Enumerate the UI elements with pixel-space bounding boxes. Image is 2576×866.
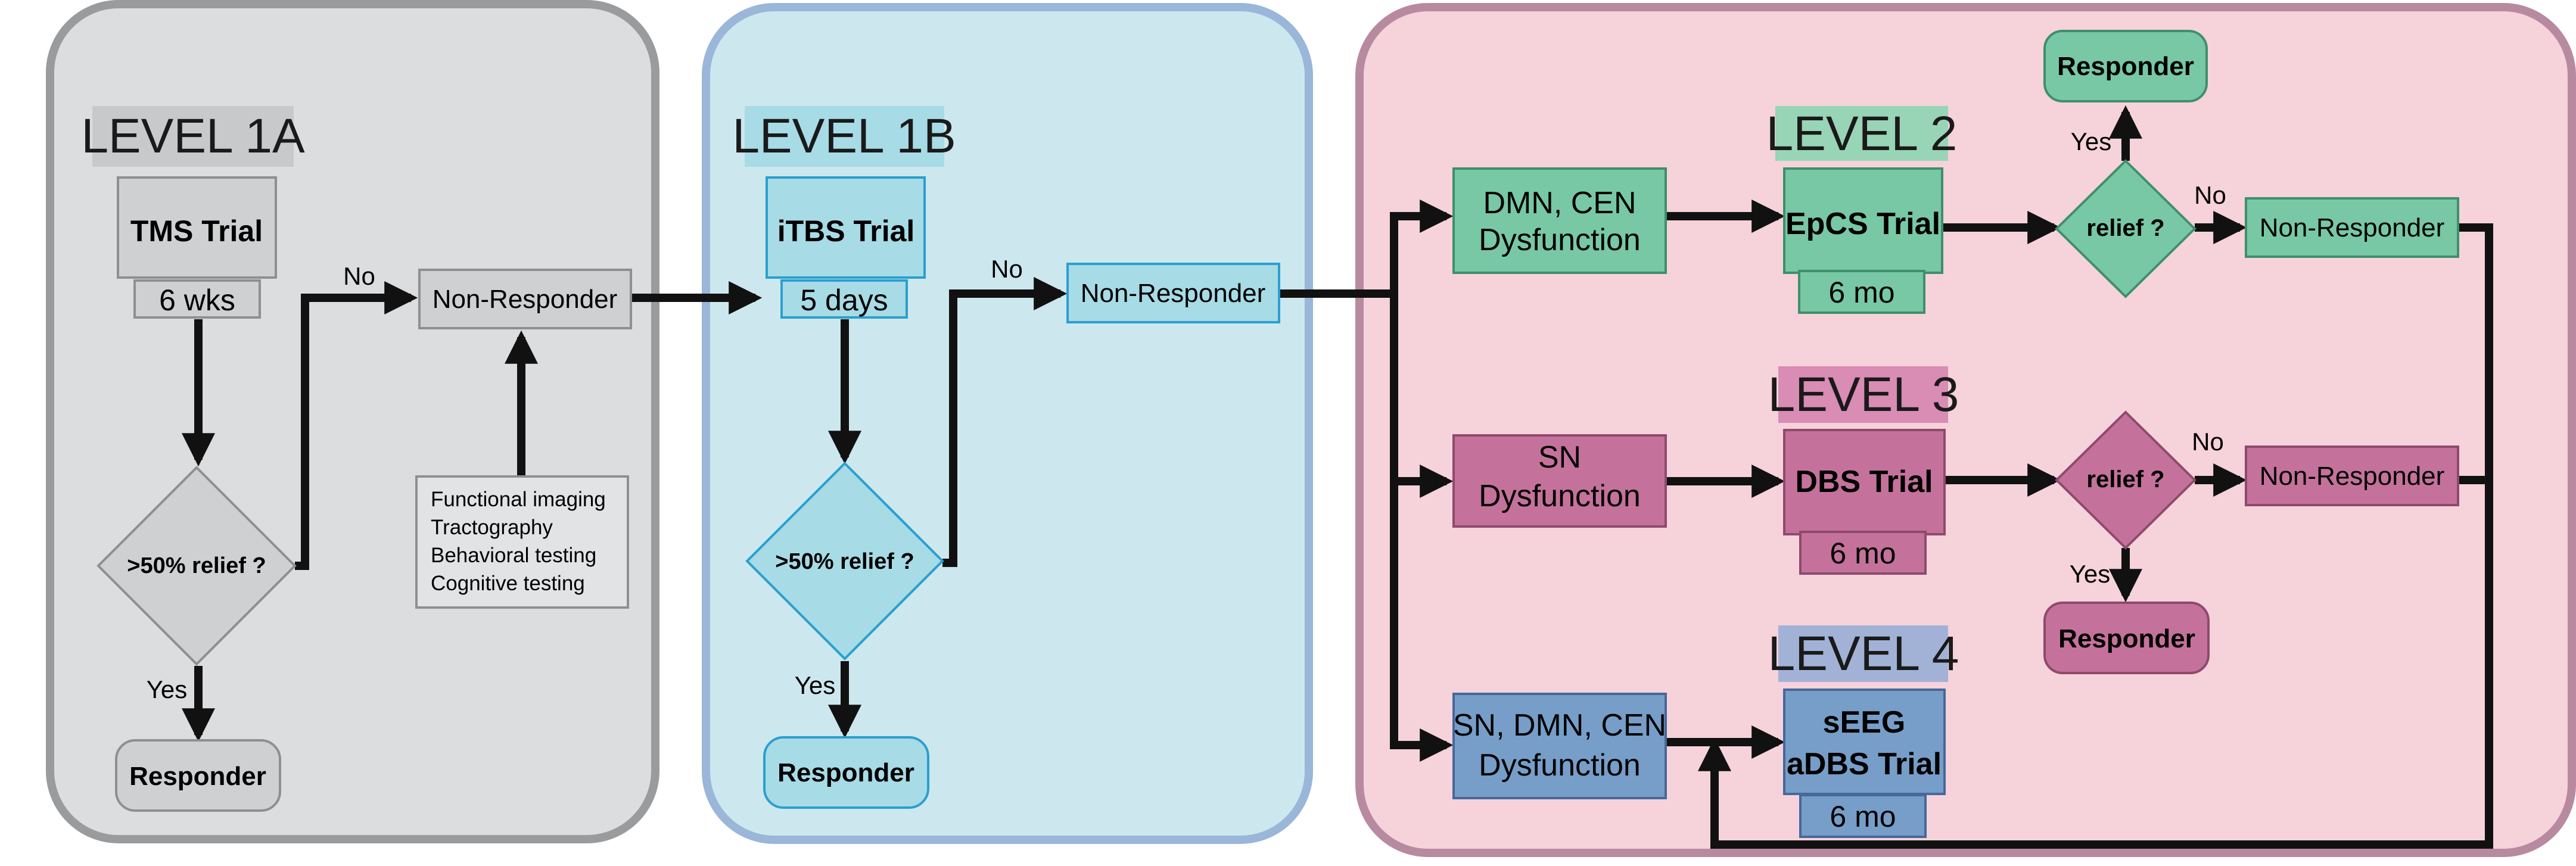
tms-duration-box — [133, 279, 261, 319]
level-1b-decision-label: >50% relief ? — [775, 549, 914, 574]
level-3-decision-label: relief ? — [2086, 466, 2164, 493]
level-1b-non-responder-box — [1066, 263, 1280, 323]
sn-dysfunction-line1: SN — [1538, 440, 1581, 475]
seeg-adbs-trial-line2: aDBS Trial — [1787, 747, 1942, 781]
seeg-duration-label: 6 mo — [1830, 800, 1896, 833]
level-3-title-bg — [1778, 366, 1948, 423]
dmn-cen-dysfunction-line2: Dysfunction — [1479, 223, 1641, 257]
level-1b-responder-box — [763, 736, 929, 809]
itbs-trial-box — [766, 176, 926, 279]
level-1b-title-bg — [745, 106, 944, 167]
tms-duration-label: 6 wks — [159, 284, 235, 317]
seeg-adbs-trial-box — [1783, 689, 1946, 795]
level-2-non-responder-box — [2245, 197, 2459, 258]
level-1a-decision-diamond — [97, 466, 297, 666]
tms-trial-label: TMS Trial — [130, 214, 263, 248]
line-l2-nonresponder-loop — [1698, 223, 2493, 849]
epcs-duration-label: 6 mo — [1828, 276, 1894, 309]
dbs-duration-label: 6 mo — [1830, 537, 1896, 570]
level-2-decision-diamond — [2055, 159, 2197, 298]
seeg-duration-box — [1799, 794, 1927, 838]
test-item-functional-imaging: Functional imaging — [431, 488, 606, 511]
level-1a-title-bg — [92, 106, 294, 167]
epcs-duration-box — [1798, 270, 1925, 314]
arrow-1b-no — [942, 277, 1068, 567]
level-1a-title: LEVEL 1A — [81, 109, 305, 163]
itbs-duration-label: 5 days — [800, 284, 888, 317]
level-4-title: LEVEL 4 — [1768, 627, 1959, 681]
sn-dmn-cen-dysfunction-box — [1452, 693, 1667, 799]
level-1a-responder-label: Responder — [129, 762, 266, 791]
level-3-non-responder-label: Non-Responder — [2260, 462, 2445, 491]
dbs-trial-label: DBS Trial — [1795, 465, 1933, 499]
level-3-responder-box — [2043, 602, 2210, 674]
level-3-responder-label: Responder — [2058, 624, 2195, 653]
level-1a-responder-box — [115, 739, 281, 812]
level-1b-non-responder-label: Non-Responder — [1081, 279, 1266, 308]
level-2-title-bg — [1775, 106, 1948, 161]
arrow-1a-no — [295, 281, 418, 570]
level-1b-decision-diamond — [745, 462, 944, 661]
assessment-tests-box — [415, 475, 629, 609]
dbs-duration-box — [1799, 531, 1927, 575]
level-3-title: LEVEL 3 — [1768, 367, 1959, 422]
level-3-no-label: No — [2192, 428, 2224, 456]
level-1a-no-label: No — [343, 262, 375, 290]
sn-dysfunction-line2: Dysfunction — [1479, 479, 1641, 513]
itbs-duration-box — [780, 279, 908, 319]
level-1a-decision-label: >50% relief ? — [127, 553, 266, 578]
seeg-adbs-trial-line1: sEEG — [1823, 705, 1906, 740]
level-1b-no-label: No — [991, 255, 1023, 283]
level-1b-title: LEVEL 1B — [732, 109, 956, 163]
level-2-decision-label: relief ? — [2086, 215, 2164, 241]
sn-dmn-cen-dysfunction-line1: SN, DMN, CEN — [1453, 708, 1666, 743]
level-1a-non-responder-label: Non-Responder — [433, 285, 618, 314]
connectors — [182, 105, 2493, 849]
level-2-title: LEVEL 2 — [1766, 107, 1958, 161]
sn-dmn-cen-dysfunction-line2: Dysfunction — [1479, 748, 1641, 783]
level-4-title-bg — [1778, 625, 1948, 682]
level-1a-non-responder-box — [418, 269, 632, 329]
epcs-trial-box — [1783, 167, 1943, 274]
tms-trial-box — [117, 176, 277, 279]
level-3-non-responder-box — [2245, 446, 2459, 506]
dmn-cen-dysfunction-box — [1452, 167, 1667, 274]
level-3-decision-diamond — [2055, 410, 2197, 550]
level-2-yes-label: Yes — [2071, 127, 2112, 155]
dmn-cen-dysfunction-line1: DMN, CEN — [1483, 186, 1636, 220]
itbs-trial-label: iTBS Trial — [777, 214, 915, 248]
level-3-yes-label: Yes — [2070, 560, 2111, 588]
level-1b-yes-label: Yes — [795, 671, 836, 699]
epcs-trial-label: EpCS Trial — [1785, 207, 1940, 241]
test-item-behavioral-testing: Behavioral testing — [431, 544, 596, 567]
level-2-responder-box — [2043, 30, 2208, 102]
dbs-trial-box — [1783, 429, 1946, 535]
level-2-no-label: No — [2194, 181, 2226, 209]
level-1a-yes-label: Yes — [147, 675, 188, 703]
level-2-non-responder-label: Non-Responder — [2260, 213, 2445, 242]
sn-dysfunction-box — [1452, 434, 1667, 528]
level-2-responder-label: Responder — [2057, 52, 2194, 81]
test-item-cognitive-testing: Cognitive testing — [431, 572, 585, 595]
level-1b-responder-label: Responder — [777, 758, 914, 787]
test-item-tractography: Tractography — [431, 516, 553, 539]
